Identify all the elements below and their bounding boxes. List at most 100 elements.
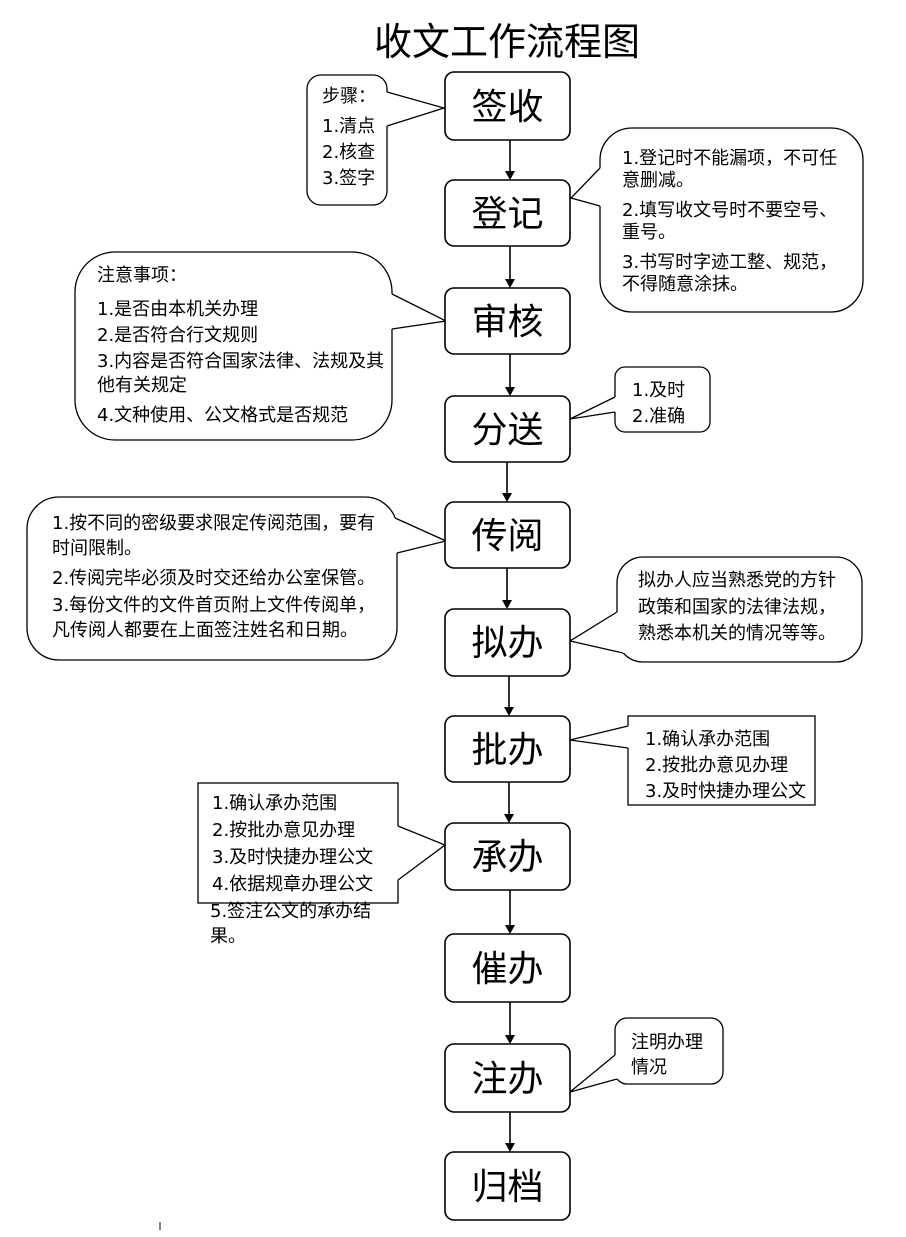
note-heading: 注意事项： [97,265,187,286]
note-line: 3.每份文件的文件首页附上文件传阅单， [52,595,375,616]
note-review: 注意事项： 1.是否由本机关办理 2.是否符合行文规则 3.内容是否符合国家法律… [74,251,449,441]
note-tail-fill [390,294,446,329]
step-box [444,822,571,891]
note-annotate: 注明办理 情况 [569,1017,724,1093]
note-line: 注明办理 [631,1032,703,1053]
flow-arrow-sign-receive-to-register [505,140,515,180]
note-line: 情况 [631,1057,667,1078]
step-sign-receive: 签收 [444,71,571,141]
arrowhead [505,279,515,288]
step-box [444,608,571,677]
arrowhead [505,387,515,396]
flow-arrow-undertake-to-urge [505,890,515,934]
note-line: 2.填写收文号时不要空号、 [622,200,837,221]
step-label: 传阅 [471,516,543,557]
note-line: 1.及时 [632,380,685,401]
step-urge: 催办 [444,933,571,1003]
note-tail-fill [571,168,602,206]
arrowhead [504,814,514,823]
note-line: 3.签字 [322,168,375,189]
step-label: 归档 [471,1167,543,1208]
note-line: 重号。 [622,222,676,243]
note-bubble [599,127,864,313]
note-line: 意删减。 [622,170,694,191]
step-box [444,287,571,355]
note-line: 4.文种使用、公文格式是否规范 [97,405,348,426]
step-label: 审核 [471,302,543,343]
note-line: 2.按批办意见办理 [645,755,788,776]
step-annotate: 注办 [444,1043,571,1113]
note-tail-fill [385,92,444,126]
note-line: 1.按不同的密级要求限定传阅范围，要有 [52,513,375,534]
note-tail-fill [570,612,627,653]
note-bubble [26,496,398,661]
note-tail [386,91,447,127]
note-line: 1.登记时不能漏项，不可任 [622,148,837,169]
step-register: 登记 [444,179,571,247]
note-circulate: 1.按不同的密级要求限定传阅范围，要有 时间限制。 2.传阅完毕必须及时交还给办… [26,496,448,661]
step-label: 分送 [471,410,543,451]
flow-arrow-register-to-review [505,246,515,288]
note-line: 3.及时快捷办理公文 [645,781,806,802]
note-bubble [74,251,393,441]
page-title: 收文工作流程图 [374,20,640,64]
step-circulate: 传阅 [444,501,571,569]
note-line: 1.是否由本机关办理 [97,299,258,320]
flow-arrow-annotate-to-archive [505,1112,515,1152]
step-draft-proposal: 拟办 [444,608,571,677]
flow-arrow-urge-to-annotate [505,1002,515,1044]
arrowhead [505,171,515,180]
step-label: 签收 [471,87,543,128]
note-tail [569,167,601,207]
note-heading: 步骤： [322,86,376,107]
arrowhead [505,925,515,934]
note-box [627,715,816,806]
note-line: 2.按批办意见办理 [212,820,355,841]
step-box [444,1151,571,1221]
note-line: 3.书写时字迹工整、规范， [622,252,837,273]
note-line: 凡传阅人都要在上面签注姓名和日期。 [52,620,358,641]
flow-arrow-draft-proposal-to-approve [504,676,514,716]
note-line: 2.核查 [322,142,375,163]
step-box [444,179,571,247]
note-line: 1.确认承办范围 [645,729,770,750]
step-box [444,1043,571,1113]
arrowhead [505,1143,515,1152]
note-line: 政策和国家的法律法规， [638,597,836,618]
note-approve: 1.确认承办范围 2.按批办意见办理 3.及时快捷办理公文 [569,715,816,806]
note-line: 不得随意涂抹。 [622,274,748,295]
note-line: 2.传阅完毕必须及时交还给办公室保管。 [52,568,375,589]
note-distribute: 1.及时 2.准确 [569,366,711,433]
step-box [444,71,571,141]
note-line: 2.是否符合行文规则 [97,325,258,346]
note-line: 1.清点 [322,116,375,137]
arrowhead [505,1035,515,1044]
note-tail-fill [396,826,445,880]
note-draft-proposal: 拟办人应当熟悉党的方针 政策和国家的法律法规， 熟悉本机关的情况等等。 [568,556,863,663]
step-label: 拟办 [471,623,543,664]
note-bubble [616,556,863,663]
arrowhead [502,493,512,502]
flow-arrow-approve-to-undertake [504,782,514,823]
note-bubble [306,74,388,206]
note-register: 1.登记时不能漏项，不可任 意删减。 2.填写收文号时不要空号、 重号。 3.书… [569,127,864,313]
note-line: 4.依据规章办理公文 [212,874,373,895]
note-sign-receive: 步骤： 1.清点 2.核查 3.签字 [306,74,447,206]
step-label: 批办 [471,730,543,771]
note-line: 时间限制。 [52,538,142,559]
step-label: 登记 [471,194,543,235]
step-archive: 归档 [444,1151,571,1221]
step-undertake: 承办 [444,822,571,891]
note-line: 3.及时快捷办理公文 [212,847,373,868]
step-box [444,715,571,783]
note-line: 5.签注公文的承办结 [210,901,371,922]
note-tail-fill [570,726,630,748]
note-bubble [614,1017,724,1085]
flow-arrow-circulate-to-draft-proposal [502,568,512,609]
step-label: 承办 [471,837,543,878]
note-line: 他有关规定 [97,375,187,396]
step-box [444,933,571,1003]
step-distribute: 分送 [444,395,571,463]
note-tail-fill [570,1055,621,1092]
